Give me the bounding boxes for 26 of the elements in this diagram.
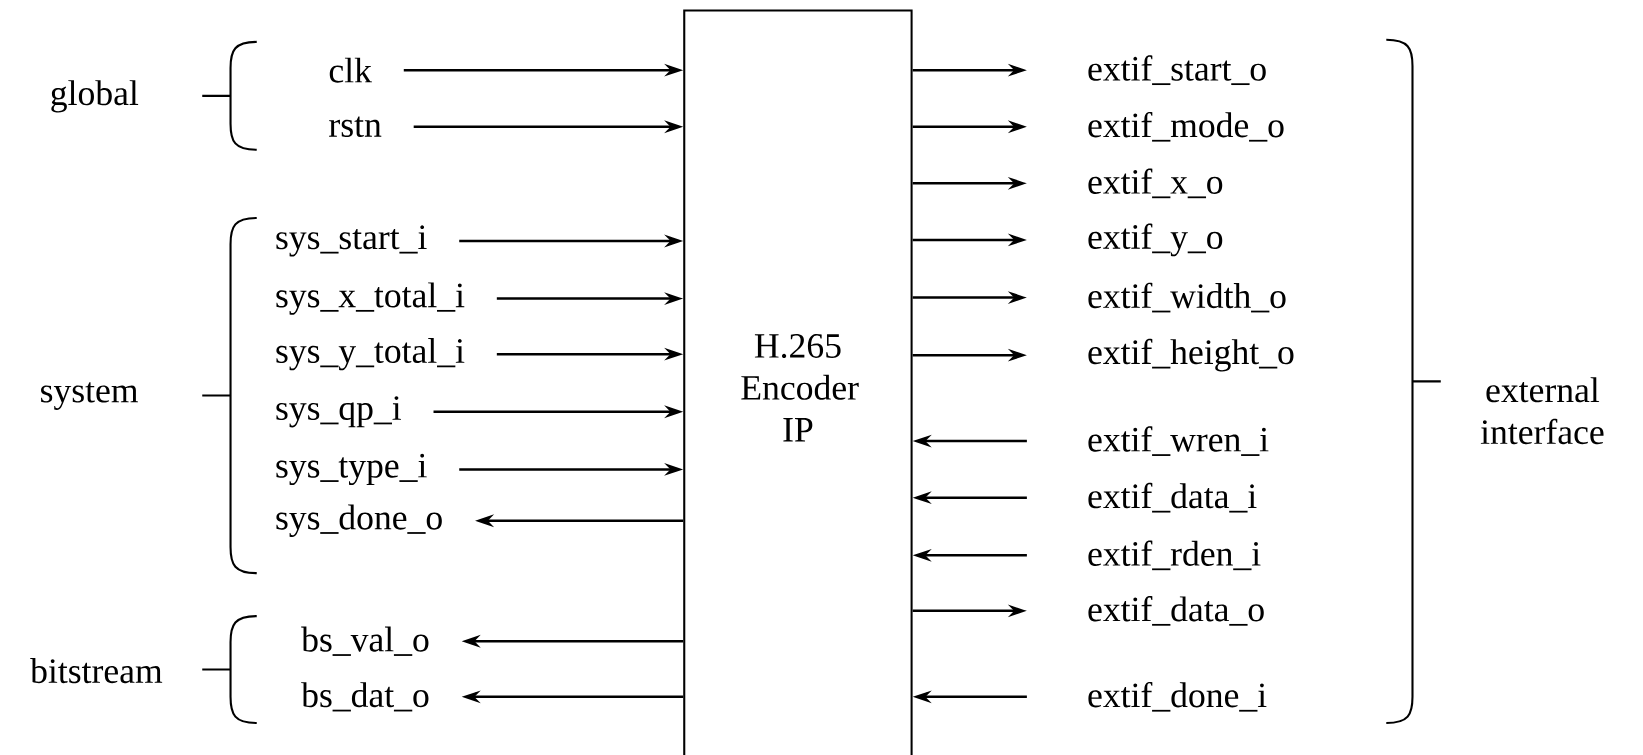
signal-label: extif_start_o xyxy=(1088,55,1266,85)
signal-label: sys_type_i xyxy=(276,453,427,485)
signal-label: sys_qp_i xyxy=(276,395,401,428)
signal-label: sys_y_total_i xyxy=(276,337,465,371)
signal-label: extif_wren_i xyxy=(1088,426,1269,456)
signal-label: extif_done_i xyxy=(1088,681,1267,712)
signal-label: bs_dat_o xyxy=(301,681,429,712)
group-label: bitstream xyxy=(30,657,163,683)
group-label: external interface xyxy=(1480,377,1604,444)
signal-label: extif_rden_i xyxy=(1088,540,1261,570)
signal-label: extif_data_o xyxy=(1088,595,1264,626)
signal-label: sys_start_i xyxy=(276,225,427,257)
signal-label: clk xyxy=(329,57,372,83)
signal-label: sys_done_o xyxy=(276,504,442,537)
signal-label: sys_x_total_i xyxy=(276,282,465,315)
group-label: global xyxy=(51,79,139,113)
block-box: H.265 Encoder IP xyxy=(683,9,913,755)
signal-label: extif_data_i xyxy=(1088,482,1257,513)
signal-label: extif_x_o xyxy=(1088,168,1223,198)
signal-label: rstn xyxy=(329,116,382,137)
signal-label: bs_val_o xyxy=(301,626,429,656)
signal-label: extif_mode_o xyxy=(1088,111,1284,142)
group-label: system xyxy=(41,381,138,410)
signal-label: extif_height_o xyxy=(1088,338,1294,372)
signal-label: extif_y_o xyxy=(1088,223,1223,257)
signal-label: extif_width_o xyxy=(1088,282,1286,313)
